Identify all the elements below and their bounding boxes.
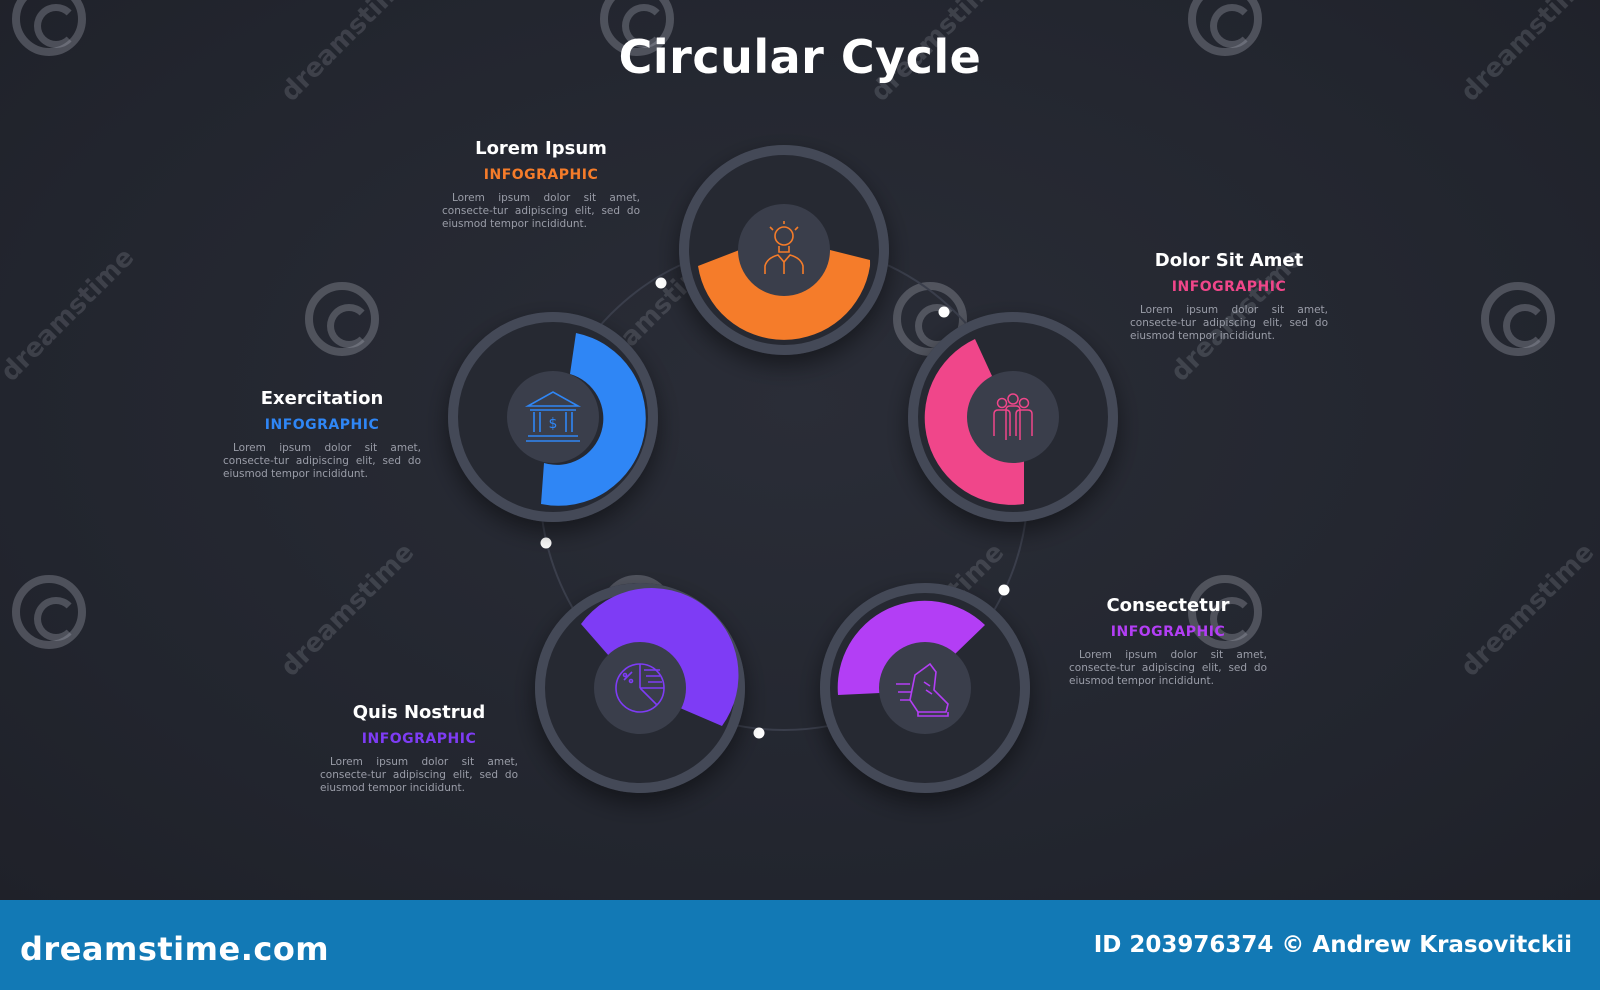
watermark-footer: dreamstime.com ID 203976374 © Andrew Kra… — [0, 900, 1600, 990]
idea-person-icon — [764, 221, 804, 274]
node-description: Lorem ipsum dolor sit amet, consecte-tur… — [442, 192, 640, 230]
node-description: Lorem ipsum dolor sit amet, consecte-tur… — [320, 756, 518, 794]
label-block-dolor-sit-amet: Dolor Sit Amet INFOGRAPHIC Lorem ipsum d… — [1130, 250, 1328, 343]
watermark-logo-icon — [1188, 0, 1262, 56]
bank-icon: $ — [524, 391, 582, 442]
cycle-node-consectetur[interactable] — [820, 583, 1030, 793]
node-subheading: INFOGRAPHIC — [361, 731, 477, 747]
node-subheading: INFOGRAPHIC — [483, 167, 599, 183]
node-inner-disc — [507, 371, 599, 463]
node-description: Lorem ipsum dolor sit amet, consecte-tur… — [1130, 304, 1328, 342]
watermark-logo-icon — [1481, 282, 1555, 356]
node-heading: Quis Nostrud — [352, 702, 486, 723]
label-block-consectetur: Consectetur INFOGRAPHIC Lorem ipsum dolo… — [1069, 595, 1267, 688]
watermark-credit: ID 203976374 © Andrew Krasovitckii — [1093, 932, 1572, 958]
node-segment — [837, 600, 985, 695]
node-subheading: INFOGRAPHIC — [1110, 624, 1226, 640]
node-description: Lorem ipsum dolor sit amet, consecte-tur… — [1069, 649, 1267, 687]
node-heading: Consectetur — [1106, 595, 1230, 616]
svg-text:$: $ — [549, 416, 558, 432]
watermark-logo-icon — [12, 575, 86, 649]
label-block-quis-nostrud: Quis Nostrud INFOGRAPHIC Lorem ipsum dol… — [320, 702, 518, 795]
team-icon — [993, 393, 1033, 440]
cycle-node-dolor-sit-amet[interactable] — [908, 312, 1118, 522]
label-block-exercitation: Exercitation INFOGRAPHIC Lorem ipsum dol… — [223, 388, 421, 481]
connector-dot — [753, 727, 765, 739]
cycle-node-lorem-ipsum[interactable] — [679, 145, 889, 355]
node-segment — [581, 588, 739, 726]
node-heading: Exercitation — [260, 388, 384, 409]
watermark-logo-icon — [1188, 575, 1262, 649]
node-inner-disc — [879, 642, 971, 734]
connector-dot — [938, 306, 950, 318]
cycle-node-quis-nostrud[interactable] — [535, 583, 745, 793]
node-inner-disc — [967, 371, 1059, 463]
node-heading: Lorem Ipsum — [475, 138, 607, 159]
node-segment — [541, 333, 646, 506]
node-heading: Dolor Sit Amet — [1154, 250, 1304, 271]
node-subheading: INFOGRAPHIC — [1171, 279, 1287, 295]
label-block-lorem-ipsum: Lorem Ipsum INFOGRAPHIC Lorem ipsum dolo… — [442, 138, 640, 231]
connector-dot — [998, 584, 1010, 596]
cycle-diagram: $ — [448, 145, 1118, 793]
connector-dot — [540, 537, 552, 549]
node-description: Lorem ipsum dolor sit amet, consecte-tur… — [223, 442, 421, 480]
cycle-node-exercitation[interactable]: $ — [448, 312, 658, 522]
connector-dot — [655, 277, 667, 289]
watermark-brand: dreamstime.com — [20, 930, 330, 968]
page-title: Circular Cycle — [618, 30, 982, 84]
node-subheading: INFOGRAPHIC — [264, 417, 380, 433]
watermark-logo-icon — [600, 0, 674, 56]
running-shoe-icon — [896, 662, 949, 717]
infographic-canvas: dreamstime dreamstime dreamstime dreamst… — [0, 0, 1600, 900]
pie-chart-icon — [615, 663, 665, 713]
watermark-logo-icon — [305, 282, 379, 356]
node-inner-disc — [738, 204, 830, 296]
watermark-logo-icon — [12, 0, 86, 56]
